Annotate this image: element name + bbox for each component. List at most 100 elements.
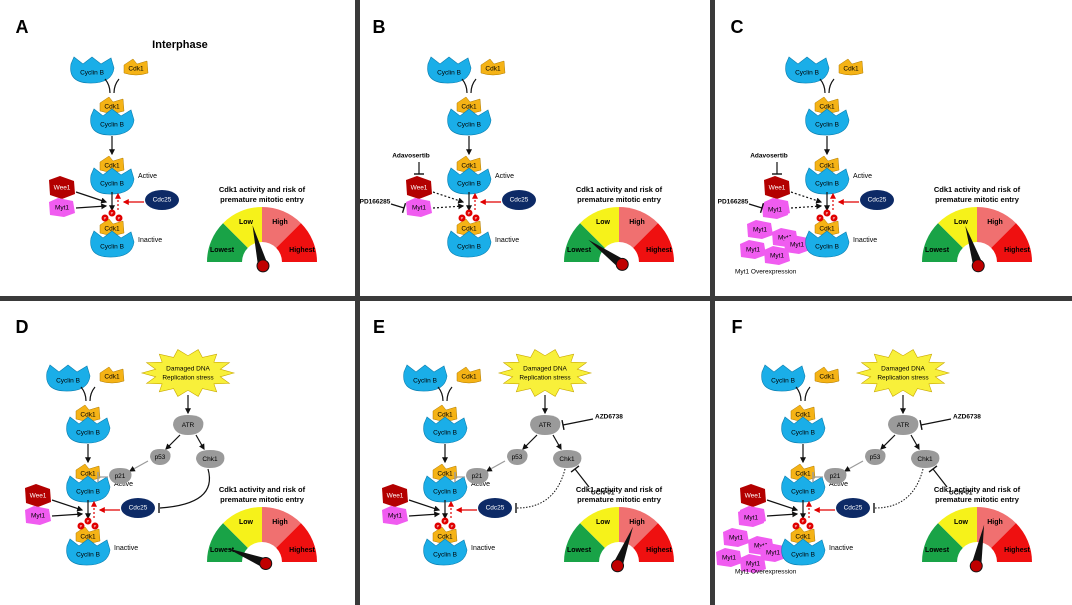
cyclin-b-shape <box>781 538 826 566</box>
cyclin-b-shape <box>66 416 111 444</box>
cyclin-b-shape <box>805 230 850 258</box>
wee1-label: Wee1 <box>387 493 404 500</box>
phosphate-label: P <box>451 524 454 529</box>
cdk1-label: Cdk1 <box>128 66 144 73</box>
p53: p53 <box>150 449 171 465</box>
phosphate-circle <box>816 214 824 222</box>
activation-arrow <box>910 434 920 451</box>
inhibition-bar <box>561 419 565 431</box>
gauge-title-line-1: Cdk1 activity and risk of <box>576 185 663 194</box>
cdk1: Cdk1 <box>814 366 840 384</box>
cdc25-label: Cdc25 <box>844 505 863 512</box>
cyclin-b: Cyclin B <box>66 538 111 566</box>
gauge-needle-hub <box>259 556 273 570</box>
atr-shape <box>888 415 919 435</box>
cyclin-b: Cyclin B <box>805 230 850 258</box>
p21-inhibition <box>812 472 823 482</box>
azd6738-label: AZD6738 <box>595 414 623 421</box>
cdc25: Cdc25 <box>836 498 870 518</box>
myt1: Myt1 <box>716 548 742 567</box>
myt1: Myt1 <box>406 198 432 217</box>
cdk1-label: Cdk1 <box>461 163 477 170</box>
chk1-cdc25-dotted <box>516 468 566 509</box>
phosphate-circle <box>84 517 92 525</box>
gauge-label-high: High <box>629 219 645 226</box>
cyclin-b-label: Cyclin B <box>791 552 815 559</box>
cyclin-b: Cyclin B <box>781 475 826 503</box>
adavosertib-label: Adavosertib <box>392 153 430 160</box>
gauge-label-high: High <box>987 519 1003 526</box>
cdk1: Cdk1 <box>456 366 482 384</box>
cyclin-b-shape <box>90 108 135 136</box>
myt1-shape <box>760 543 786 562</box>
gauge-label-low: Low <box>596 519 611 526</box>
gauge-title-line-2: premature mitotic entry <box>220 495 305 504</box>
gauge-label-low: Low <box>954 219 969 226</box>
cdc25-shape <box>145 190 179 210</box>
cyclin-b-shape <box>403 364 448 392</box>
damage-line-2: Replication stress <box>162 375 214 382</box>
activation-arrow <box>552 434 562 451</box>
phosphate-label: P <box>475 216 478 221</box>
phosphate: P <box>799 517 807 525</box>
cyclin-b-label: Cyclin B <box>433 552 457 559</box>
myt1-label: Myt1 <box>790 242 804 249</box>
cyclin-b-label: Cyclin B <box>433 489 457 496</box>
phosphate-label: P <box>94 524 97 529</box>
myt1-shape <box>716 548 742 567</box>
cyclin-b: Cyclin B <box>423 475 468 503</box>
phosphate-circle <box>458 214 466 222</box>
phosphate: P <box>792 522 800 530</box>
azd6738-inhibition <box>561 418 594 431</box>
cdk1: Cdk1 <box>99 366 125 384</box>
phosphate: P <box>441 517 449 525</box>
wee1-arrow <box>408 499 441 512</box>
cyclin-b: Cyclin B <box>66 475 111 503</box>
myt1-label: Myt1 <box>746 247 760 254</box>
p21-shape <box>109 468 132 484</box>
myt1-shape <box>382 506 408 525</box>
wee1: Wee1 <box>382 484 408 507</box>
gauge-title-line-1: Cdk1 activity and risk of <box>219 485 306 494</box>
activation-arrow <box>880 434 896 450</box>
gauge-label-highest: Highest <box>289 247 315 254</box>
inhibition-bar <box>570 465 580 473</box>
wee1: Wee1 <box>25 484 51 507</box>
chk1-cdc25-dotted <box>874 468 924 509</box>
cyclin-b: Cyclin B <box>90 167 135 195</box>
gauge-label-high: High <box>987 219 1003 226</box>
wee1-label: Wee1 <box>411 185 428 192</box>
damage-line-2: Replication stress <box>519 375 571 382</box>
cyclin-b-shape <box>447 108 492 136</box>
gauge-title-line-1: Cdk1 activity and risk of <box>219 185 306 194</box>
chk1-cdc25-line <box>159 468 210 509</box>
phosphate: P <box>806 522 814 530</box>
cdc25: Cdc25 <box>478 498 512 518</box>
phosphate: P <box>84 517 92 525</box>
phosphate: P <box>458 214 466 222</box>
atr-label: ATR <box>539 422 552 429</box>
gauge-needle <box>971 524 985 567</box>
atr-label: ATR <box>182 422 195 429</box>
atr-shape <box>173 415 204 435</box>
inhibition-bar <box>401 203 407 213</box>
cdk1: Cdk1 <box>838 58 864 76</box>
cdk1-label: Cdk1 <box>461 374 477 381</box>
cyclin-b-label: Cyclin B <box>791 430 815 437</box>
cyclin-b-label: Cyclin B <box>76 489 100 496</box>
cyclin-b-label: Cyclin B <box>771 378 795 385</box>
gauge-needle <box>588 239 626 269</box>
cyclin-b-label: Cyclin B <box>815 181 839 188</box>
gauge-label-lowest: Lowest <box>567 547 592 554</box>
gauge-label-highest: Highest <box>289 547 315 554</box>
wee1-arrow <box>51 499 84 512</box>
wee1-label: Wee1 <box>54 185 71 192</box>
phosphate-circle <box>448 522 456 530</box>
ucn01-inhibition <box>928 465 948 488</box>
myt1-overexpression-label: Myt1 Overexpression <box>735 269 797 276</box>
